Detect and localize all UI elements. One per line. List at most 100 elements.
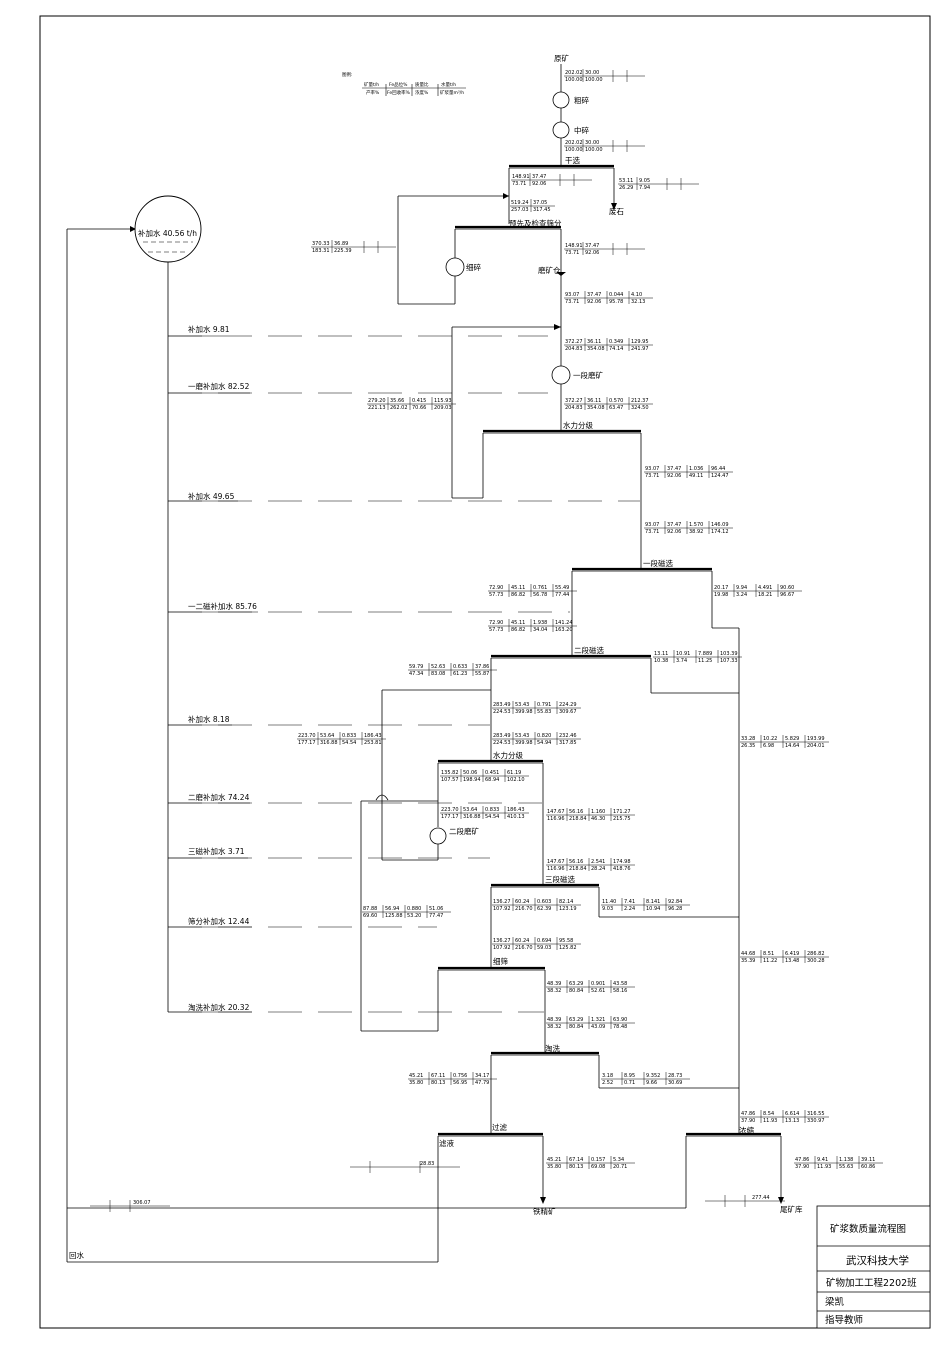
stream-value: 52.63 [431,664,445,670]
stream-value: 354.08 [587,405,605,411]
stream-value: 147.67 [547,809,565,815]
stream-value: 11.93 [763,1118,777,1124]
stream-value: 224.53 [493,709,511,715]
stream-value: 519.24 [511,200,529,206]
stream-value: 45.21 [547,1157,561,1163]
stream-value: 53.43 [515,733,529,739]
stream-value: 47.86 [795,1157,809,1163]
stream-value: 223.70 [441,807,459,813]
stream-value: 3.74 [676,658,687,664]
stream-value: 9.352 [646,1073,660,1079]
stream-value: 215.75 [613,816,631,822]
stream-value: 0.71 [624,1080,635,1086]
fine-screen-label: 细筛 [493,956,508,966]
stream-value: 10.22 [763,736,777,742]
stream-value: 73.71 [565,299,579,305]
stream-value: 370.33 [312,241,330,247]
stream-value: 95.58 [559,938,573,944]
stream-value: 59.03 [537,945,551,951]
stream-value: 86.82 [511,627,525,633]
stream-value: 171.27 [613,809,631,815]
stream-value: 204.83 [565,405,583,411]
pre-screen-label: 预先及检查筛分 [509,218,562,228]
stream-value: 224.53 [493,740,511,746]
stream-value: 0.044 [609,292,623,298]
secondary-mill-icon [429,827,447,845]
stream-value: 10.94 [646,906,660,912]
stream-value: 30.00 [585,140,599,146]
stream-value: 202.02 [565,70,583,76]
raw-ore-label: 原矿 [554,53,569,63]
stream-value: 223.70 [298,733,316,739]
water-label: 三磁补加水 3.71 [188,846,245,856]
stream-value: 148.91 [512,174,530,180]
drawing-name: 矿浆数质量流程图 [830,1223,906,1235]
stream-value: 96.44 [711,466,725,472]
stream-value: 20.17 [714,585,728,591]
stream-value: 47.34 [409,671,423,677]
stream-value: 212.37 [631,398,649,404]
stream-value: 100.00 [585,147,603,153]
hydro2-label: 水力分级 [493,750,523,760]
stream-value: 35.39 [741,958,755,964]
stream-value: 10.91 [676,651,690,657]
stream-value: 47.79 [475,1080,489,1086]
stream-value: 70.66 [412,405,426,411]
stream-value: 0.761 [533,585,547,591]
stream-value: 225.39 [334,248,352,254]
stream-value: 129.95 [631,339,649,345]
water-label: 补加水 9.81 [188,324,230,334]
flow-arrows [130,193,784,1204]
stream-value: 100.00 [565,77,583,83]
legend-title: 图例: [342,71,353,78]
stream-value: 100.00 [565,147,583,153]
stream-value: 57.73 [489,627,503,633]
stream-value: 163.20 [555,627,573,633]
stream-value: 35.80 [547,1164,561,1170]
stream-value: 62.39 [537,906,551,912]
stream-value: 61.23 [453,671,467,677]
legend-item: 质量比 [415,81,429,88]
stream-value: 50.06 [463,770,477,776]
stream-value: 80.84 [569,1024,583,1030]
stream-value: 47.86 [741,1111,755,1117]
stream-value: 186.43 [364,733,382,739]
stream-value: 0.694 [537,938,551,944]
stream-value: 60.24 [515,899,529,905]
stream-value: 30.00 [585,70,599,76]
stream-value: 0.791 [537,702,551,708]
stream-value: 124.47 [711,473,729,479]
return-water-label: 回水 [69,1250,84,1260]
stream-value: 28.24 [591,866,605,872]
stream-value: 38.32 [547,988,561,994]
stream-value: 3.24 [736,592,747,598]
stream-value: 286.82 [807,951,825,957]
stream-value: 410.13 [507,814,525,820]
stream-value: 257.03 [511,207,529,213]
overflow-bars [438,164,781,1136]
stream-value: 59.79 [409,664,423,670]
stream-value: 26.35 [741,743,755,749]
stream-value: 37.90 [795,1164,809,1170]
stream-value: 73.71 [565,250,579,256]
stream-value: 53.11 [619,178,633,184]
stream-value: 93.07 [645,522,659,528]
stream-value: 35.66 [390,398,404,404]
stream-value: 8.95 [624,1073,635,1079]
stream-value: 26.29 [619,185,633,191]
stream-value: 61.19 [507,770,521,776]
stream-value: 100.00 [585,77,603,83]
stream-value: 202.02 [565,140,583,146]
stream-value: 11.22 [763,958,777,964]
stream-value: 1.160 [591,809,605,815]
stream-value: 0.603 [537,899,551,905]
stream-value: 19.98 [714,592,728,598]
stream-value: 316.88 [463,814,481,820]
stream-value: 0.833 [485,807,499,813]
stream-value: 146.09 [711,522,729,528]
stream-value: 300.28 [807,958,825,964]
stream-value: 6.98 [763,743,774,749]
concentrate-label: 铁精矿 [533,1206,556,1216]
stream-value: 317.85 [559,740,577,746]
stream-value: 73.71 [645,473,659,479]
